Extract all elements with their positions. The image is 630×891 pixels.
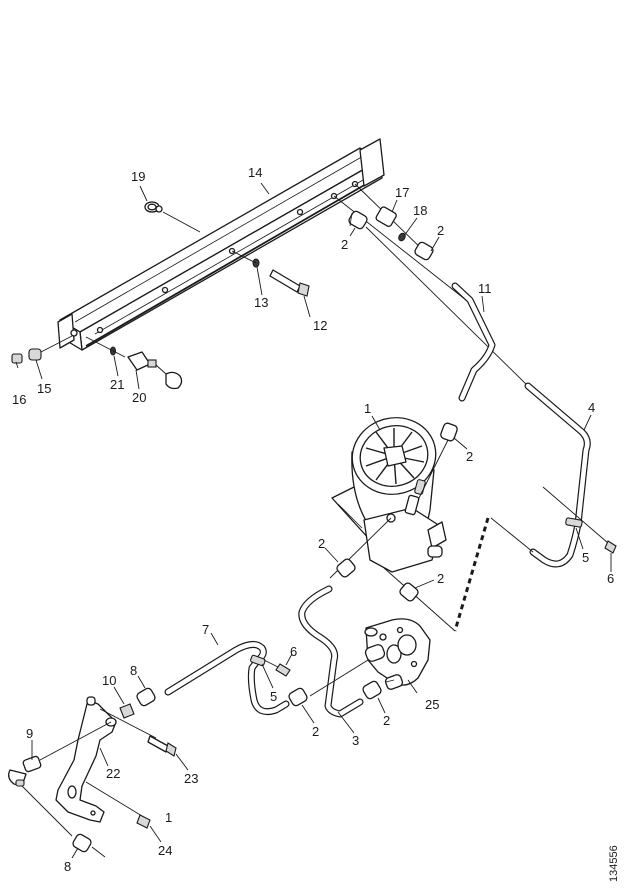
callout-9: 9: [26, 726, 33, 741]
reference-number: 134556: [608, 845, 620, 882]
callout-11: 11: [478, 281, 492, 296]
callout-4: 4: [588, 400, 595, 415]
pressure-sensor: [127, 351, 183, 390]
callout-25: 25: [425, 697, 439, 712]
callout-15: 15: [37, 381, 51, 396]
callout-23: 23: [184, 771, 198, 786]
union-nut: [354, 183, 431, 258]
bolt: [269, 269, 310, 297]
callout-24: 24: [158, 843, 172, 858]
fuel-rail: [57, 138, 385, 351]
nut: [28, 335, 73, 361]
banjo-fitting: [8, 755, 42, 787]
screw: [542, 486, 617, 554]
callout-8: 8: [130, 663, 137, 678]
callout-2: 2: [466, 449, 473, 464]
callout-16: 16: [12, 392, 26, 407]
callout-13: 13: [254, 295, 268, 310]
union-fitting: [333, 195, 467, 301]
callout-2: 2: [437, 223, 444, 238]
union-fitting: [414, 241, 434, 261]
callout-8: 8: [64, 859, 71, 874]
callout-labels: 19 14 17 18 2 2 11 13 12 16 15 21 20 1 2…: [12, 165, 614, 874]
union-fitting: [362, 679, 395, 700]
callout-2: 2: [312, 724, 319, 739]
screw: [136, 814, 151, 829]
callout-19: 19: [131, 169, 145, 184]
union-fitting: [136, 687, 156, 707]
union-fitting: [72, 833, 92, 853]
callout-20: 20: [132, 390, 146, 405]
union-fitting: [329, 517, 392, 579]
fuel-filter-housing: [331, 417, 447, 573]
clamp: [250, 654, 266, 667]
fuel-pipe-4: [524, 382, 591, 568]
callout-12: 12: [313, 318, 327, 333]
callout-14: 14: [248, 165, 262, 180]
union-fitting: [288, 659, 369, 707]
bolt: [147, 735, 177, 757]
callout-2: 2: [341, 237, 348, 252]
callout-17: 17: [395, 185, 409, 200]
callout-1: 1: [364, 401, 371, 416]
callout-18: 18: [413, 203, 427, 218]
callout-21: 21: [110, 377, 124, 392]
callout-2: 2: [318, 536, 325, 551]
callout-5: 5: [582, 550, 589, 565]
callout-1: 1: [165, 810, 172, 825]
clamp: [565, 517, 583, 528]
sealing-washer: [398, 232, 406, 242]
washer: [231, 250, 260, 268]
screw: [263, 659, 291, 677]
union-fitting: [383, 567, 456, 632]
fuel-pipe-3: [298, 585, 364, 718]
cap-nut: [11, 353, 23, 364]
o-ring: [144, 201, 201, 233]
fuel-pipe-11: [451, 282, 496, 402]
fuel-pipe-7: [164, 641, 290, 716]
callout-10: 10: [102, 673, 116, 688]
union-fitting: [417, 422, 458, 501]
fuel-pump: [364, 618, 431, 690]
callout-3: 3: [352, 733, 359, 748]
callout-6: 6: [290, 644, 297, 659]
routing-dashed-line: [453, 517, 490, 632]
callout-5: 5: [270, 689, 277, 704]
callout-leaders: [15, 182, 612, 859]
callout-7: 7: [202, 622, 209, 637]
callout-6: 6: [607, 571, 614, 586]
bracket: [55, 696, 117, 823]
callout-22: 22: [106, 766, 120, 781]
callout-2: 2: [437, 571, 444, 586]
sealing-ring: [85, 336, 126, 358]
callout-2: 2: [383, 713, 390, 728]
nut: [119, 703, 135, 719]
